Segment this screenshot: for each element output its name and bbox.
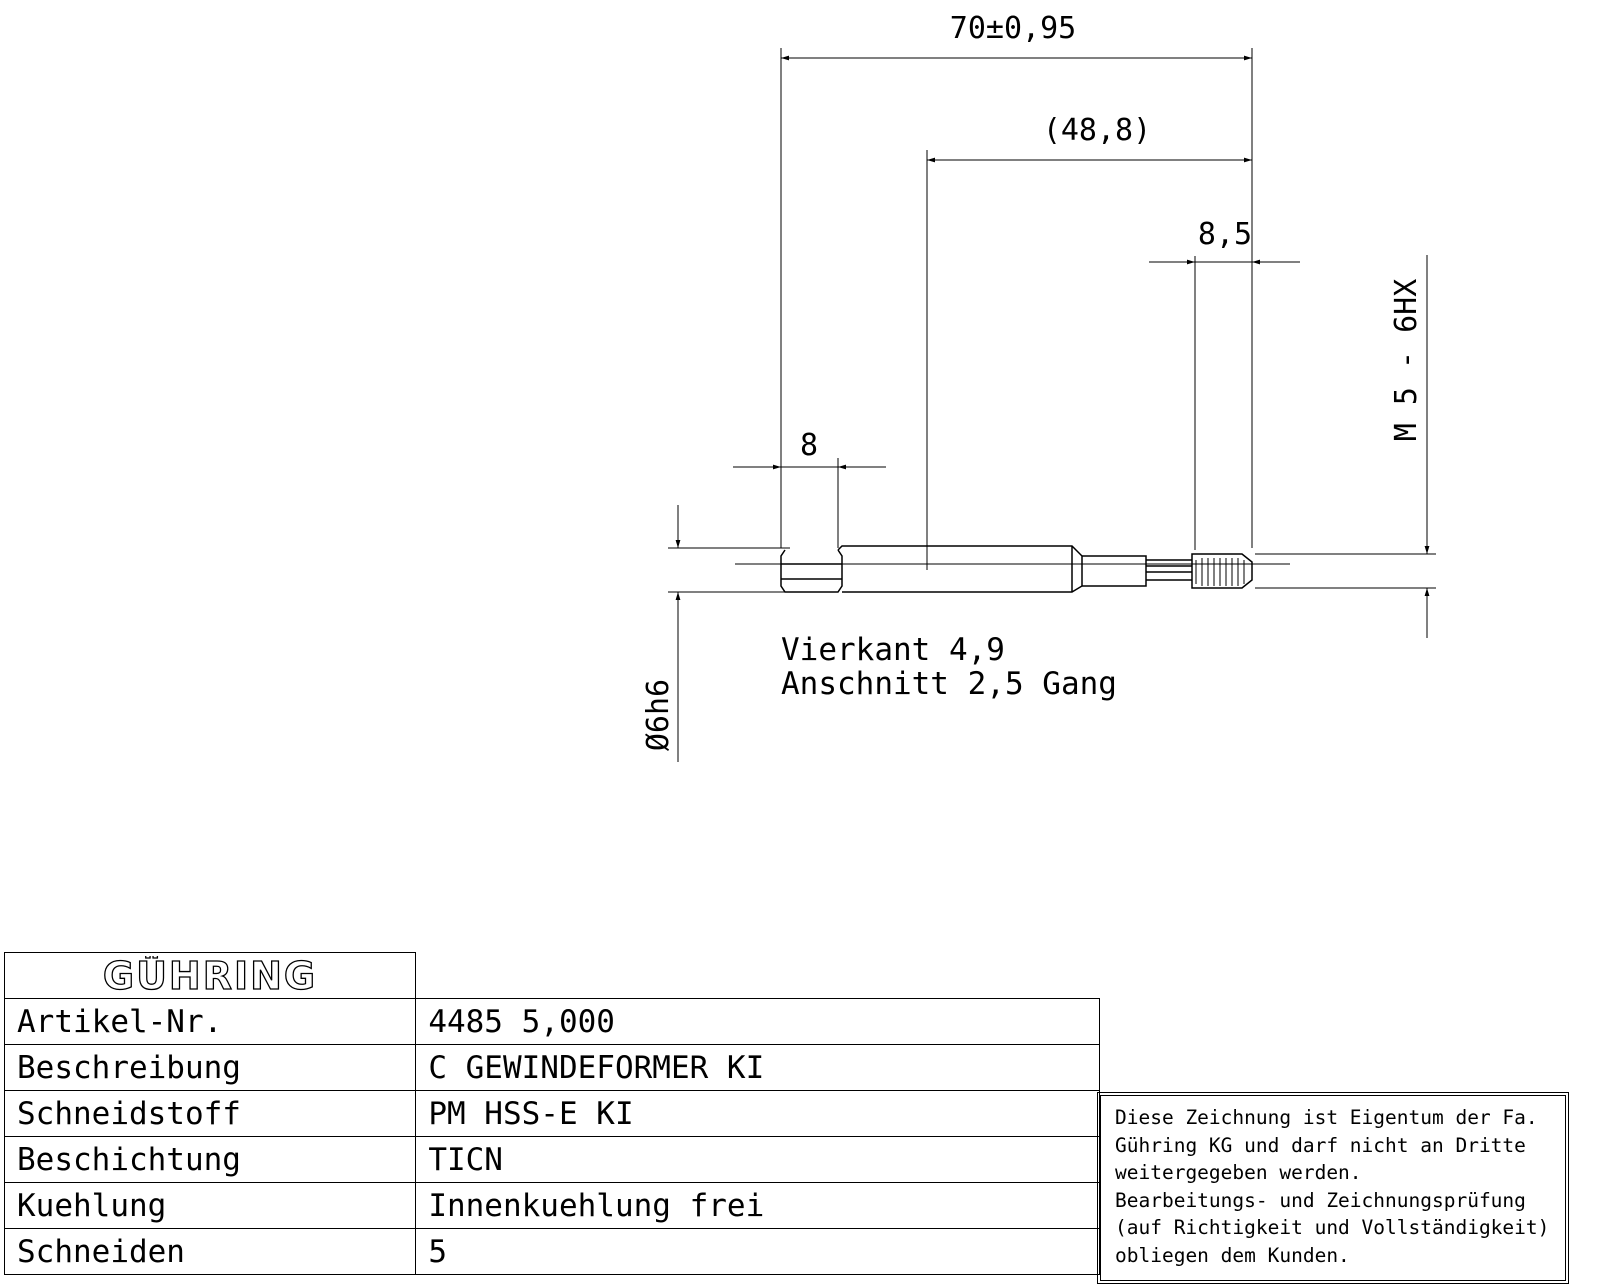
row-value: Innenkuehlung frei [415, 1182, 1100, 1229]
row-label: Schneidstoff [3, 1090, 417, 1137]
notice-line: weitergegeben werden. [1115, 1161, 1362, 1184]
row-value: 5 [415, 1228, 1100, 1275]
dimension-lines [668, 48, 1436, 762]
table-row: Kuehlung Innenkuehlung frei [3, 1182, 1100, 1229]
table-row: Beschreibung C GEWINDEFORMER KI [3, 1044, 1100, 1091]
thread-length-label: 8,5 [1198, 217, 1252, 252]
dimension-texts: 70±0,95 (48,8) 8,5 8 M 5 - 6HX Ø6h6 Vier… [641, 11, 1424, 751]
table-row: Schneidstoff PM HSS-E KI [3, 1090, 1100, 1137]
notice-line: Bearbeitungs- und Zeichnungsprüfung [1115, 1188, 1526, 1212]
row-label: Beschichtung [3, 1136, 417, 1183]
copyright-notice-box: Diese Zeichnung ist Eigentum der Fa. Güh… [1097, 1092, 1569, 1284]
row-value: C GEWINDEFORMER KI [415, 1044, 1100, 1091]
properties-table: Artikel-Nr. 4485 5,000 Beschreibung C GE… [3, 998, 1100, 1275]
table-row: Artikel-Nr. 4485 5,000 [3, 998, 1100, 1045]
square-length-label: 8 [800, 428, 818, 463]
row-value: 4485 5,000 [415, 998, 1100, 1045]
guehring-logo-icon: GÜHRING [102, 956, 317, 996]
row-value: TICN [415, 1136, 1100, 1183]
row-label: Beschreibung [3, 1044, 417, 1091]
title-block: GÜHRING Artikel-Nr. 4485 5,000 Beschreib… [3, 952, 1100, 1282]
notice-line: Diese Zeichnung ist Eigentum der Fa. [1115, 1106, 1538, 1129]
shank-length-label: (48,8) [1043, 113, 1151, 148]
row-label: Artikel-Nr. [3, 998, 417, 1045]
tool-outline [735, 545, 1290, 593]
thread-size-label: M 5 - 6HX [1389, 279, 1424, 442]
chamfer-note: Anschnitt 2,5 Gang [781, 666, 1117, 702]
row-label: Kuehlung [3, 1182, 417, 1229]
company-logo: GÜHRING [4, 952, 416, 999]
notice-line: Gühring KG und darf nicht an Dritte [1115, 1133, 1526, 1157]
row-label: Schneiden [3, 1228, 417, 1275]
shank-diameter-label: Ø6h6 [641, 679, 676, 751]
notice-line: (auf Richtigkeit und Vollständigkeit) [1115, 1216, 1550, 1239]
table-row: Schneiden 5 [3, 1228, 1100, 1275]
notice-line: obliegen dem Kunden. [1115, 1243, 1350, 1267]
square-note: Vierkant 4,9 [781, 632, 1005, 668]
table-row: Beschichtung TICN [3, 1136, 1100, 1183]
svg-text:GÜHRING: GÜHRING [103, 956, 317, 996]
copyright-notice: Diese Zeichnung ist Eigentum der Fa. Güh… [1100, 1095, 1566, 1281]
overall-length-label: 70±0,95 [950, 11, 1076, 46]
row-value: PM HSS-E KI [415, 1090, 1100, 1137]
